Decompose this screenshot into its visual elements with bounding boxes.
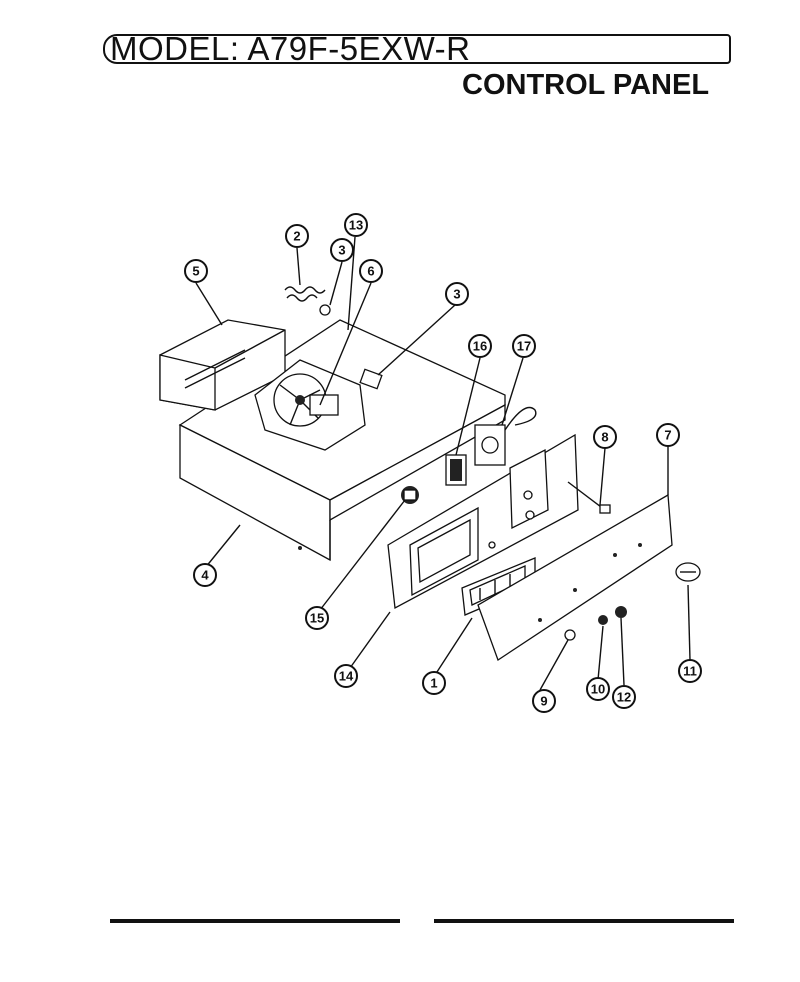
callout-14: 14 [334,664,358,688]
switch-part-16 [445,454,467,486]
svg-text:6: 6 [367,264,374,279]
clip-part-3 [359,368,383,390]
model-title: MODEL: A79F-5EXW-R [110,30,471,67]
callout-3a: 3 [330,238,354,262]
svg-text:1: 1 [430,676,437,691]
callout-6: 6 [359,259,383,283]
callout-10: 10 [586,677,610,701]
callout-4: 4 [193,563,217,587]
svg-text:17: 17 [517,339,531,354]
footer-rule-right [434,919,734,923]
callout-7: 7 [656,423,680,447]
svg-text:3: 3 [338,243,345,258]
callout-9: 9 [532,689,556,713]
callout-13: 13 [344,213,368,237]
callout-2: 2 [285,224,309,248]
bracket-panel-part-14 [387,433,579,610]
svg-text:14: 14 [339,669,354,684]
timer-part-1 [461,557,536,616]
spring-part-2 [284,286,331,316]
callout-8: 8 [593,425,617,449]
svg-text:10: 10 [591,682,605,697]
callout-17: 17 [512,334,536,358]
front-panel-part-7 [477,493,673,661]
svg-text:11: 11 [683,664,697,679]
svg-text:9: 9 [540,694,547,709]
footer-rule-left [110,919,400,923]
section-title: CONTROL PANEL [462,69,710,101]
svg-text:5: 5 [192,264,199,279]
callout-1: 1 [422,671,446,695]
svg-text:4: 4 [201,568,209,583]
svg-text:13: 13 [349,218,363,233]
svg-text:8: 8 [601,430,608,445]
knob-part-15 [401,486,419,504]
svg-text:16: 16 [473,339,487,354]
svg-text:12: 12 [617,690,631,705]
callout-11: 11 [678,659,702,683]
callout-16: 16 [468,334,492,358]
wire-part-8 [567,481,611,514]
svg-text:7: 7 [664,428,671,443]
model-title-box [103,34,731,64]
part-5-duct [159,319,286,411]
callout-5: 5 [184,259,208,283]
callout-3b: 3 [445,282,469,306]
svg-text:15: 15 [310,611,324,626]
svg-text:2: 2 [293,229,300,244]
svg-text:3: 3 [453,287,460,302]
leader-lines [195,236,691,691]
thermostat-part-17 [474,406,537,466]
fan-motor-assembly [254,359,366,451]
knob-part-11 [675,562,701,582]
small-parts-9-10-12 [564,606,627,641]
callout-12: 12 [612,685,636,709]
callout-15: 15 [305,606,329,630]
